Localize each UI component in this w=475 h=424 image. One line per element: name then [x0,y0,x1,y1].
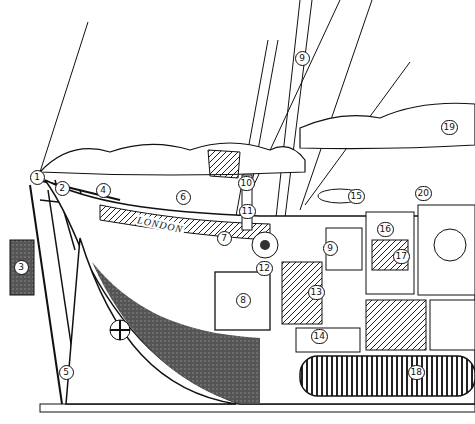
callout-number: 19 [441,120,458,135]
callout-number: 8 [236,293,251,308]
callout-number: 4 [96,183,111,198]
caterpillar-track [300,356,475,396]
callout-number: 7 [217,231,232,246]
sled [30,180,475,412]
callout-number: 10 [238,176,255,191]
propeller [110,320,130,340]
callout-number: 17 [393,249,410,264]
callout-number: 5 [59,365,74,380]
callout-number: 6 [176,190,191,205]
keel-fin [66,238,236,404]
flag [208,150,240,178]
callout-number: 2 [55,181,70,196]
canopy [300,103,475,148]
callout-number: 1 [30,170,45,185]
callout-number: 18 [408,365,425,380]
hull-name: LONDON [135,214,185,235]
callout-number: 15 [348,189,365,204]
callout-number: 13 [308,285,325,300]
machinery [282,205,475,352]
callout-number: 12 [256,261,273,276]
callout-number: 11 [239,204,256,219]
canopy [40,143,305,175]
storage-box [215,272,270,330]
callout-number: 14 [311,329,328,344]
callout-number: 9 [295,51,310,66]
callout-number: 20 [415,186,432,201]
rudder-board [10,240,34,295]
hull [45,180,475,404]
callout-number: 16 [377,222,394,237]
callout-number: 3 [14,260,29,275]
callout-number: 9 [323,241,338,256]
